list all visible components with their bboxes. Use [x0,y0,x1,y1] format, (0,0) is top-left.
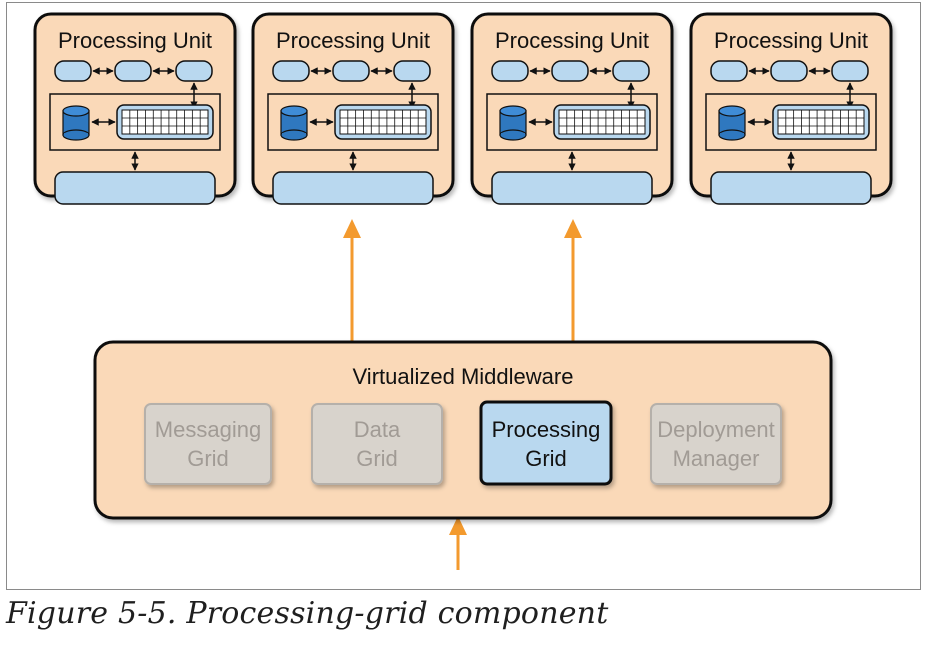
grid-table-icon [121,109,209,135]
middleware-component-processing-grid: Processing Grid [479,400,613,486]
unit-title: Processing Unit [714,28,868,53]
service-pill [272,60,310,82]
virtualized-middleware: Virtualized Middleware Messaging Grid Da… [93,340,833,520]
grid-table-icon [558,109,646,135]
component-label-line1: Deployment [657,417,774,442]
unit-bottom-bar [710,171,872,205]
component-label-line2: Grid [525,446,567,471]
processing-unit: Processing Unit [33,12,237,205]
database-icon [62,105,90,141]
unit-title: Processing Unit [495,28,649,53]
grid-table-icon [777,109,865,135]
processing-unit: Processing Unit [251,12,455,205]
architecture-diagram: Processing Unit Processing Unit Processi… [33,12,893,570]
orange-arrow [449,516,467,570]
middleware-component-deployment-manager: Deployment Manager [650,403,782,485]
inner-frame [267,93,439,151]
service-pill [551,60,589,82]
inner-frame [705,93,877,151]
service-pill [175,60,213,82]
service-pill [114,60,152,82]
unit-title: Processing Unit [58,28,212,53]
unit-title: Processing Unit [276,28,430,53]
middleware-title: Virtualized Middleware [353,364,574,389]
service-pill [770,60,808,82]
component-label-line2: Grid [187,446,229,471]
component-label-line1: Data [354,417,401,442]
unit-bottom-bar [54,171,216,205]
component-label-line2: Manager [673,446,760,471]
middleware-component-messaging-grid: Messaging Grid [144,403,272,485]
grid-table-icon [339,109,427,135]
unit-bottom-bar [491,171,653,205]
inner-frame [486,93,658,151]
orange-arrow [564,219,582,344]
service-pill [393,60,431,82]
component-label-line2: Grid [356,446,398,471]
unit-bottom-bar [272,171,434,205]
component-label-line1: Messaging [155,417,261,442]
inner-frame [49,93,221,151]
middleware-component-data-grid: Data Grid [311,403,443,485]
service-pill [491,60,529,82]
database-icon [499,105,527,141]
orange-arrow [343,219,361,344]
service-pill [710,60,748,82]
figure-caption: Figure 5-5. Processing-grid component [6,596,609,631]
service-pill [54,60,92,82]
processing-unit: Processing Unit [689,12,893,205]
service-pill [831,60,869,82]
service-pill [332,60,370,82]
processing-unit: Processing Unit [470,12,674,205]
database-icon [280,105,308,141]
database-icon [718,105,746,141]
component-label-line1: Processing [492,417,601,442]
service-pill [612,60,650,82]
